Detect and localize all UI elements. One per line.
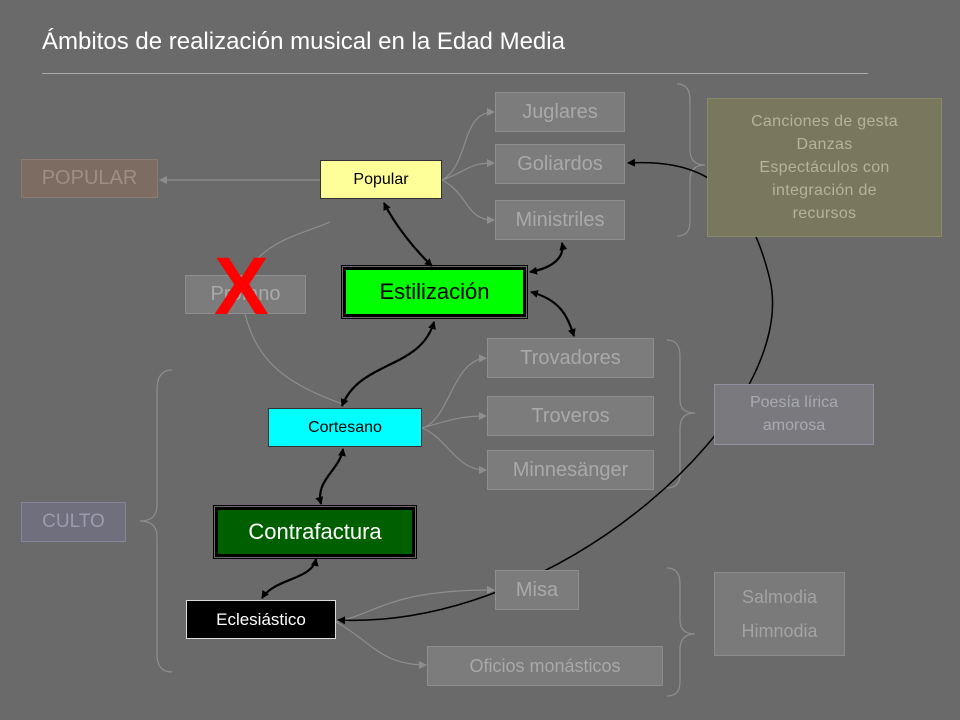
type-misa: Misa	[495, 570, 579, 610]
arrow-estilizacion-cortesano	[340, 321, 436, 407]
arrow-cortesano-contrafactura	[315, 448, 346, 505]
node-eclesiastico: Eclesiástico	[186, 600, 336, 639]
connector-popular-juglares	[441, 108, 495, 181]
description-cortesano: Poesía lírica amorosa	[714, 384, 874, 445]
node-contrafactura: Contrafactura	[213, 505, 417, 559]
connector-profano-popular	[244, 221, 331, 276]
description-popular-line: Espectáculos con	[759, 158, 890, 176]
type-oficios-monasticos: Oficios monásticos	[427, 646, 663, 686]
arrow-estilizacion-trovadores	[530, 290, 576, 337]
node-estilizacion: Estilización	[341, 265, 528, 319]
description-popular-line: Canciones de gesta	[751, 112, 898, 130]
connector-ecles-oficios	[335, 621, 427, 669]
description-cortesano-line: Poesía lírica	[749, 394, 839, 412]
connector-cortesano-minnesanger	[421, 427, 487, 474]
type-ministriles: Ministriles	[495, 200, 625, 240]
brace-culto	[139, 369, 173, 673]
category-profano-label: Profano	[185, 275, 306, 314]
brace-popular	[676, 83, 706, 237]
crossed-out-mark: X	[214, 241, 269, 332]
type-trovadores: Trovadores	[487, 338, 654, 378]
description-popular-line: recursos	[792, 205, 857, 223]
arrow-popular-estilizacion	[383, 202, 433, 267]
type-goliardos: Goliardos	[495, 144, 625, 184]
brace-eclesiastico	[666, 567, 696, 697]
brace-cortesano	[666, 339, 696, 489]
type-juglares: Juglares	[495, 92, 625, 132]
description-eclesiastico: Salmodia Himnodia	[714, 572, 845, 656]
connector-profano-cortesano	[244, 313, 346, 406]
category-culto: CULTO	[21, 502, 126, 542]
connector-popular-ministriles	[441, 179, 495, 224]
type-troveros: Troveros	[487, 396, 654, 436]
arrow-estilizacion-ministriles	[529, 242, 568, 275]
type-minnesanger: Minnesänger	[487, 450, 654, 490]
connector-cortesano-trovadores	[421, 354, 487, 429]
description-cortesano-line: amorosa	[762, 416, 826, 434]
description-popular-line: integración de	[772, 182, 877, 200]
description-eclesiastico-line: Himnodia	[741, 621, 818, 641]
description-popular: Canciones de gesta Danzas Espectáculos c…	[707, 98, 942, 237]
node-cortesano: Cortesano	[268, 408, 422, 447]
arrow-contrafactura-eclesiastico	[261, 558, 319, 599]
connector-ecles-misa	[335, 586, 495, 623]
description-popular-line: Danzas	[796, 135, 853, 153]
page-title: Ámbitos de realización musical en la Eda…	[42, 28, 565, 55]
title-divider	[42, 73, 868, 74]
category-popular: POPULAR	[21, 159, 158, 198]
node-popular: Popular	[320, 160, 442, 199]
category-profano: Profano	[185, 275, 306, 314]
connector-popular-goliardos	[441, 159, 495, 181]
description-eclesiastico-line: Salmodia	[741, 586, 818, 607]
